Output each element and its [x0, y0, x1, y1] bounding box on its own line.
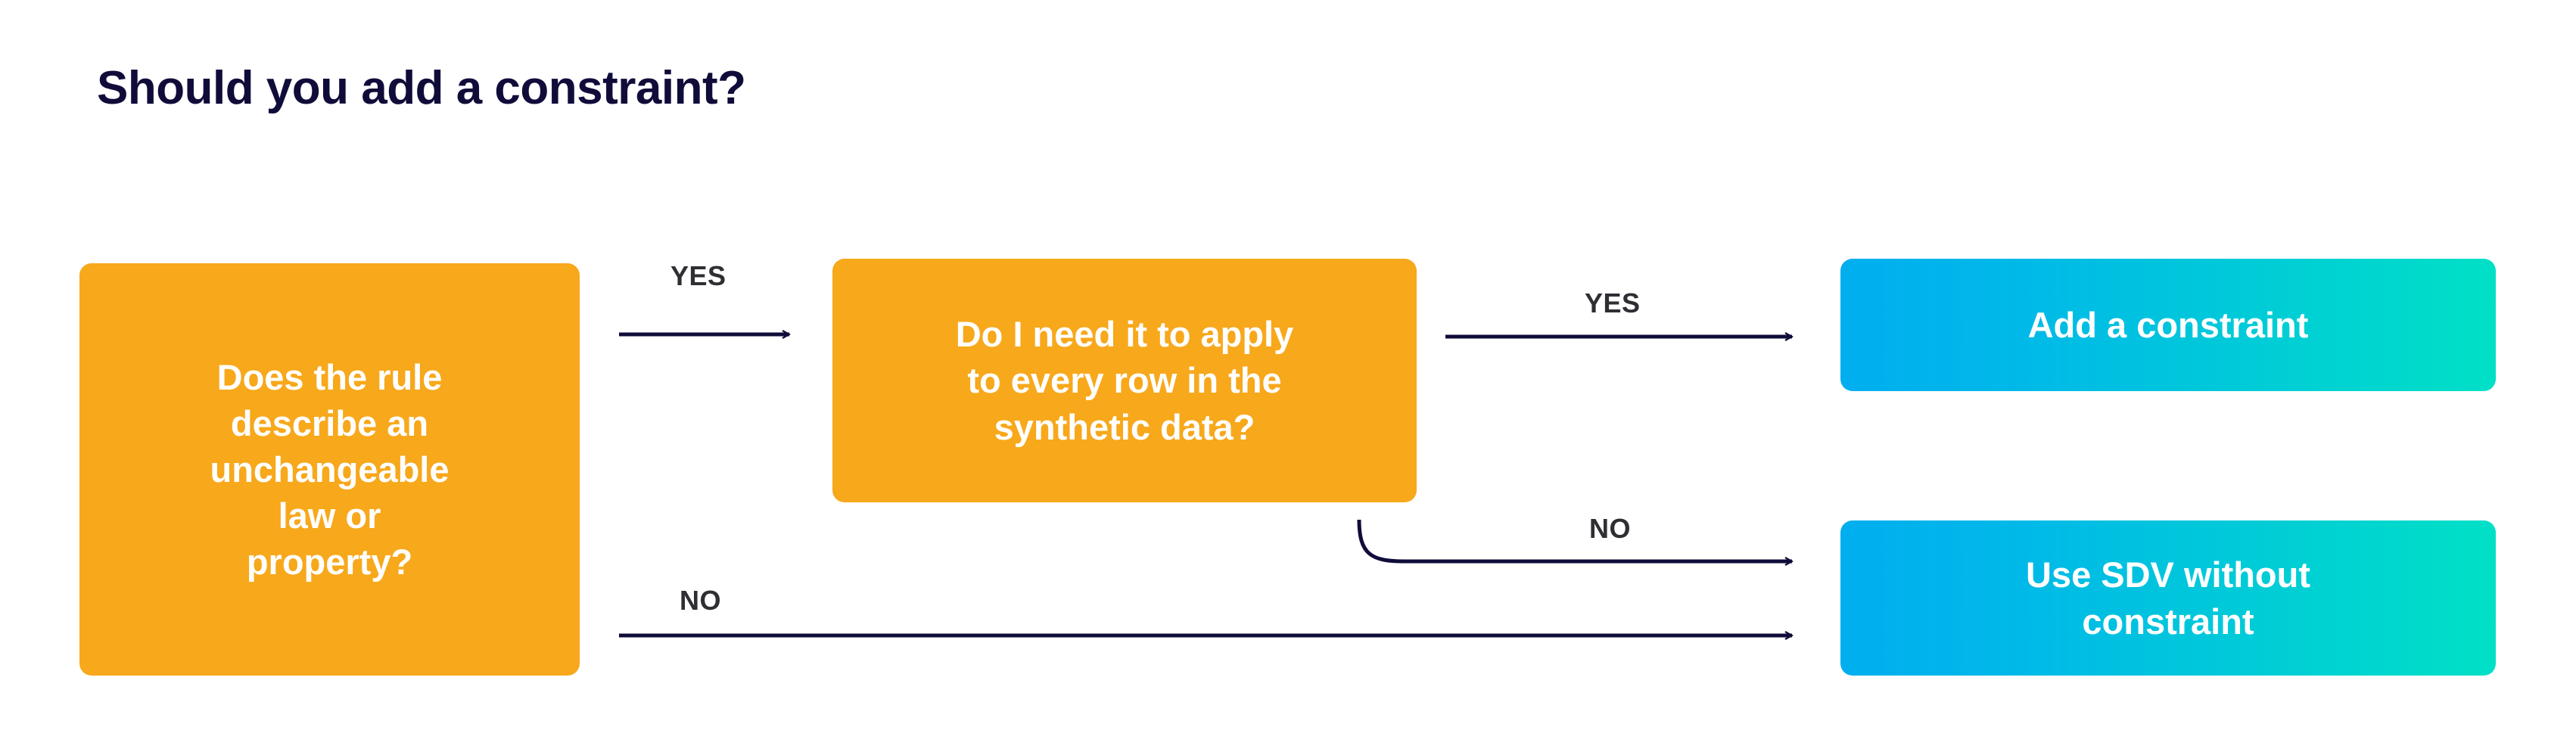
decision-node-every-row[interactable]: Do I need it to apply to every row in th… [832, 259, 1417, 502]
outcome-node-add-constraint[interactable]: Add a constraint [1840, 259, 2496, 391]
edge-label-no-everyrow-to-no-constraint: NO [1589, 513, 1631, 544]
decision-node-every-row-label: Do I need it to apply to every row in th… [955, 314, 1294, 447]
edge-label-yes-rule-to-everyrow: YES [670, 260, 726, 291]
edge-label-yes-everyrow-to-add-constraint: YES [1585, 287, 1641, 318]
edge-label-no-rule-to-no-constraint: NO [680, 585, 721, 616]
outcome-node-use-sdv-without-constraint-label: Use SDV without constraint [2025, 555, 2311, 642]
outcome-node-use-sdv-without-constraint[interactable]: Use SDV without constraint [1840, 520, 2496, 676]
edge-no-everyrow-to-no-constraint [1357, 519, 1792, 561]
outcome-node-add-constraint-label: Add a constraint [2027, 304, 2309, 345]
decision-node-rule[interactable]: Does the rule describe an unchangeable l… [79, 263, 580, 676]
page-title: Should you add a constraint? [97, 62, 746, 114]
decision-node-rule-label: Does the rule describe an unchangeable l… [210, 356, 450, 583]
